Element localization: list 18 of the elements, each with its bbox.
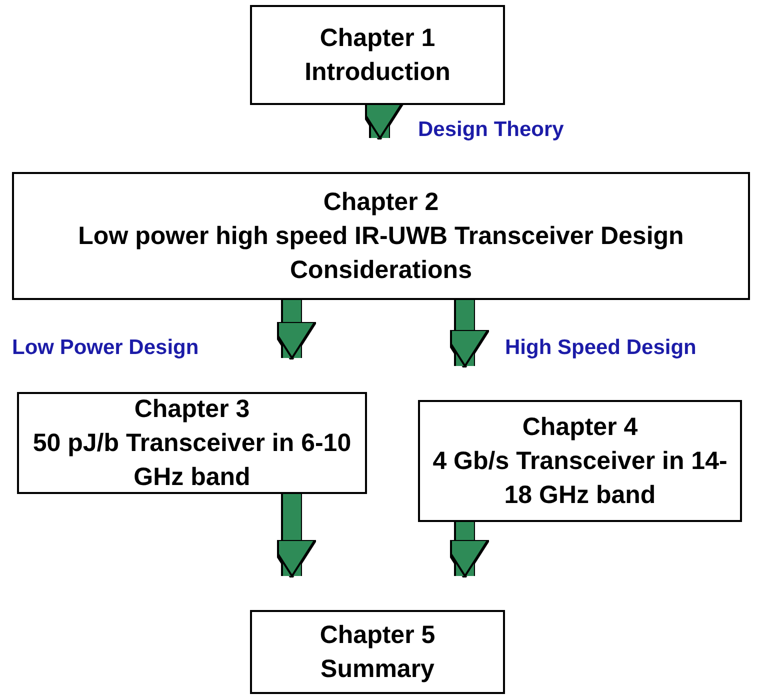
chapter-heading: Chapter 1 <box>320 23 436 54</box>
edge-label: High Speed Design <box>505 336 696 360</box>
chapter-title: 50 pJ/b Transceiver in 6-10 GHz band <box>32 428 352 493</box>
chapter-box <box>12 172 750 300</box>
chapter-box <box>17 392 367 494</box>
chapter-title: Summary <box>320 654 434 685</box>
chapter-title: 4 Gb/s Transceiver in 14-18 GHz band <box>432 446 728 511</box>
chapter-title: Introduction <box>304 57 450 88</box>
chapter-heading: Chapter 5 <box>320 620 436 651</box>
chapter-heading: Chapter 3 <box>134 394 250 425</box>
edge-label: Design Theory <box>418 118 564 142</box>
chapter-box <box>250 610 505 694</box>
chapter-heading: Chapter 2 <box>323 187 439 218</box>
chapter-heading: Chapter 4 <box>522 412 638 443</box>
chapter-title: Low power high speed IR-UWB Transceiver Design Considerations <box>77 221 685 286</box>
edge-label: Low Power Design <box>12 336 199 360</box>
chapter-box <box>418 400 742 522</box>
chapter-box <box>250 5 505 105</box>
